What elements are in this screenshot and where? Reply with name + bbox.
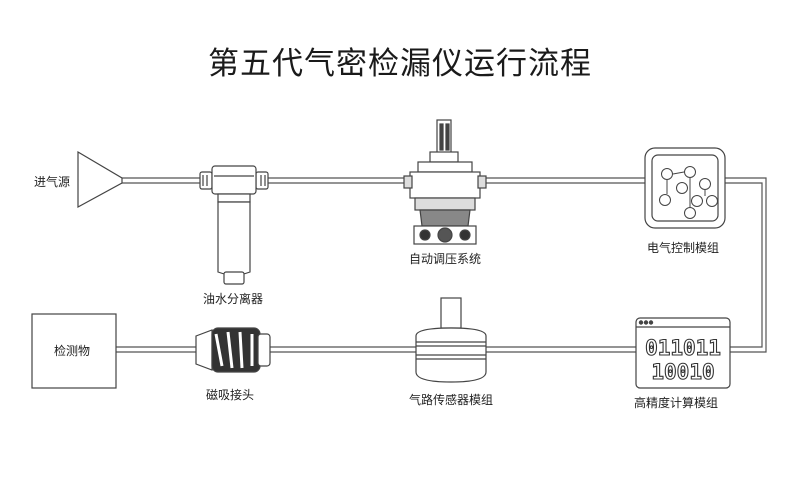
separator-icon bbox=[199, 165, 269, 285]
gas-source-icon bbox=[77, 150, 123, 209]
compute-digits-line1: 011011 bbox=[645, 336, 721, 360]
regulator-icon bbox=[403, 119, 487, 245]
compute-digits-line2: 10010 bbox=[651, 360, 714, 384]
compute-module-icon bbox=[635, 317, 731, 389]
label-compute: 高精度计算模组 bbox=[634, 396, 719, 410]
label-connector: 磁吸接头 bbox=[206, 388, 255, 402]
test-object-box bbox=[31, 313, 117, 389]
label-sensor: 气路传感器模组 bbox=[409, 393, 494, 407]
label-test-object: 检测物 bbox=[54, 344, 91, 358]
label-control: 电气控制模组 bbox=[647, 241, 720, 255]
control-module-icon bbox=[644, 147, 726, 229]
sensor-module-icon bbox=[415, 297, 487, 383]
label-separator: 油水分离器 bbox=[203, 292, 264, 306]
label-regulator: 自动调压系统 bbox=[409, 252, 482, 266]
connector-icon bbox=[195, 327, 271, 373]
label-gas-source: 进气源 bbox=[34, 175, 71, 189]
page-title: 第五代气密检漏仪运行流程 bbox=[208, 46, 592, 82]
